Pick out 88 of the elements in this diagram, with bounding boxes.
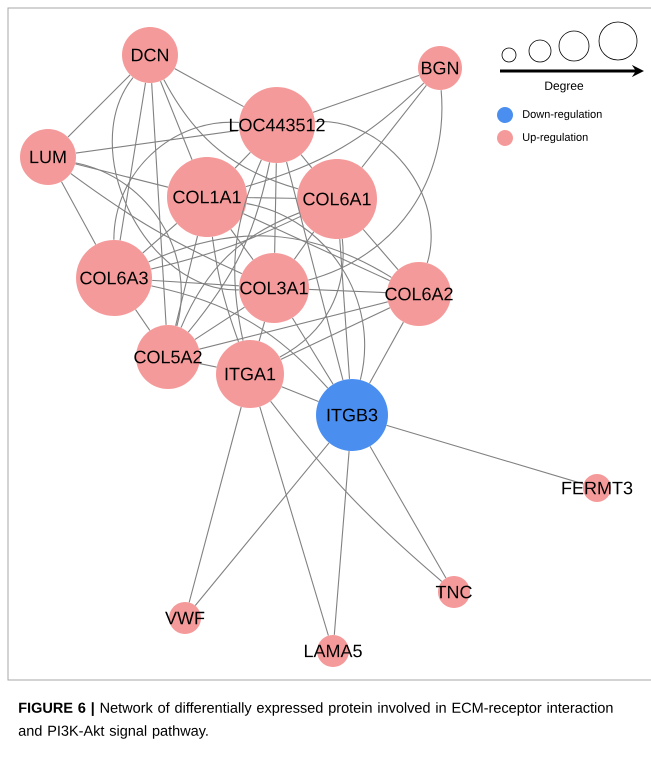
edge-line — [160, 80, 193, 160]
node-label: LUM — [30, 150, 66, 164]
edge-line — [75, 162, 182, 326]
edge-line — [75, 163, 168, 188]
edge-line — [282, 386, 319, 402]
edge-line — [315, 121, 432, 263]
edge-line — [294, 232, 314, 260]
edge-line — [361, 85, 427, 168]
protein-node — [136, 325, 200, 389]
legend-label: Down-regulation — [523, 110, 602, 120]
edge-line — [234, 152, 251, 169]
node-label: VWF — [165, 612, 204, 624]
edge-line — [199, 301, 388, 350]
edge-line — [148, 235, 392, 278]
edge-line — [279, 238, 344, 358]
edge-line — [309, 288, 387, 294]
node-label: LAMA5 — [304, 644, 362, 658]
edge-line — [243, 213, 390, 282]
edge-line — [174, 68, 244, 108]
edge-line — [142, 223, 178, 254]
node-label: LOC443512 — [230, 118, 325, 132]
edge-line — [151, 216, 301, 270]
protein-node — [316, 379, 388, 451]
edge-line — [247, 197, 297, 199]
edge-line — [188, 406, 242, 602]
edge-line — [151, 83, 167, 325]
edge-line — [188, 162, 270, 332]
legend-label: Up-regulation — [523, 132, 588, 144]
node-label: COL3A1 — [240, 282, 308, 294]
protein-node — [122, 27, 178, 83]
node-label: DCN — [132, 48, 168, 62]
edge-line — [308, 90, 442, 281]
protein-node — [418, 46, 462, 90]
edge-line — [151, 285, 328, 388]
edge-line — [194, 442, 330, 606]
edge-line — [334, 451, 350, 635]
edge-line — [339, 239, 350, 379]
edge-line — [113, 122, 239, 240]
edge-line — [76, 130, 240, 154]
node-label: COL6A1 — [303, 192, 371, 206]
node-label: ITGB3 — [328, 408, 378, 422]
edge-line — [194, 306, 245, 340]
protein-node — [167, 157, 247, 237]
edge-line — [292, 318, 334, 384]
protein-node — [76, 240, 152, 316]
protein-node — [20, 129, 76, 185]
edge-line — [274, 163, 277, 253]
protein-node — [387, 262, 451, 326]
node-label: COL5A2 — [134, 350, 202, 364]
edge-line — [230, 229, 254, 260]
legend-label: Degree — [545, 82, 584, 92]
edge-line — [152, 280, 239, 286]
edge-line — [234, 160, 262, 341]
edge-line — [199, 363, 217, 368]
node-label: COL6A3 — [80, 272, 148, 284]
edge-line — [70, 173, 242, 274]
edge-line — [180, 212, 300, 328]
edge-line — [259, 406, 329, 636]
edge-line — [112, 77, 239, 290]
edge-line — [120, 82, 146, 240]
edge-line — [212, 236, 240, 342]
edge-line — [61, 182, 96, 245]
caption: FIGURE 6 | Network of differentially expressed protein involved in ECM-receptor interaction and PI3K-Akt signal pathway. — [18, 702, 612, 739]
node-label: BGN — [422, 62, 458, 74]
edge-line — [370, 446, 446, 578]
edge-line — [246, 203, 366, 380]
edge-line — [312, 74, 420, 113]
protein-node — [297, 159, 377, 239]
edge-line — [280, 307, 390, 360]
node-label: ITGA1 — [226, 368, 276, 380]
protein-node — [216, 340, 284, 408]
node-label: FERMT3 — [562, 482, 632, 494]
edge-line — [258, 322, 266, 342]
edge-line — [270, 400, 442, 582]
edge-line — [362, 229, 398, 270]
protein-node — [239, 253, 309, 323]
edge-line — [369, 322, 404, 384]
node-label: TNC — [436, 586, 472, 598]
edge-line — [300, 154, 312, 168]
edge-line — [286, 162, 344, 380]
edge-line — [386, 424, 584, 484]
edge-line — [68, 74, 130, 138]
node-label: COL6A2 — [385, 288, 453, 300]
edge-line — [163, 79, 298, 190]
edge-line — [246, 82, 424, 188]
edge-line — [175, 236, 198, 326]
edge-line — [135, 309, 150, 331]
node-label: COL1A1 — [173, 190, 241, 204]
